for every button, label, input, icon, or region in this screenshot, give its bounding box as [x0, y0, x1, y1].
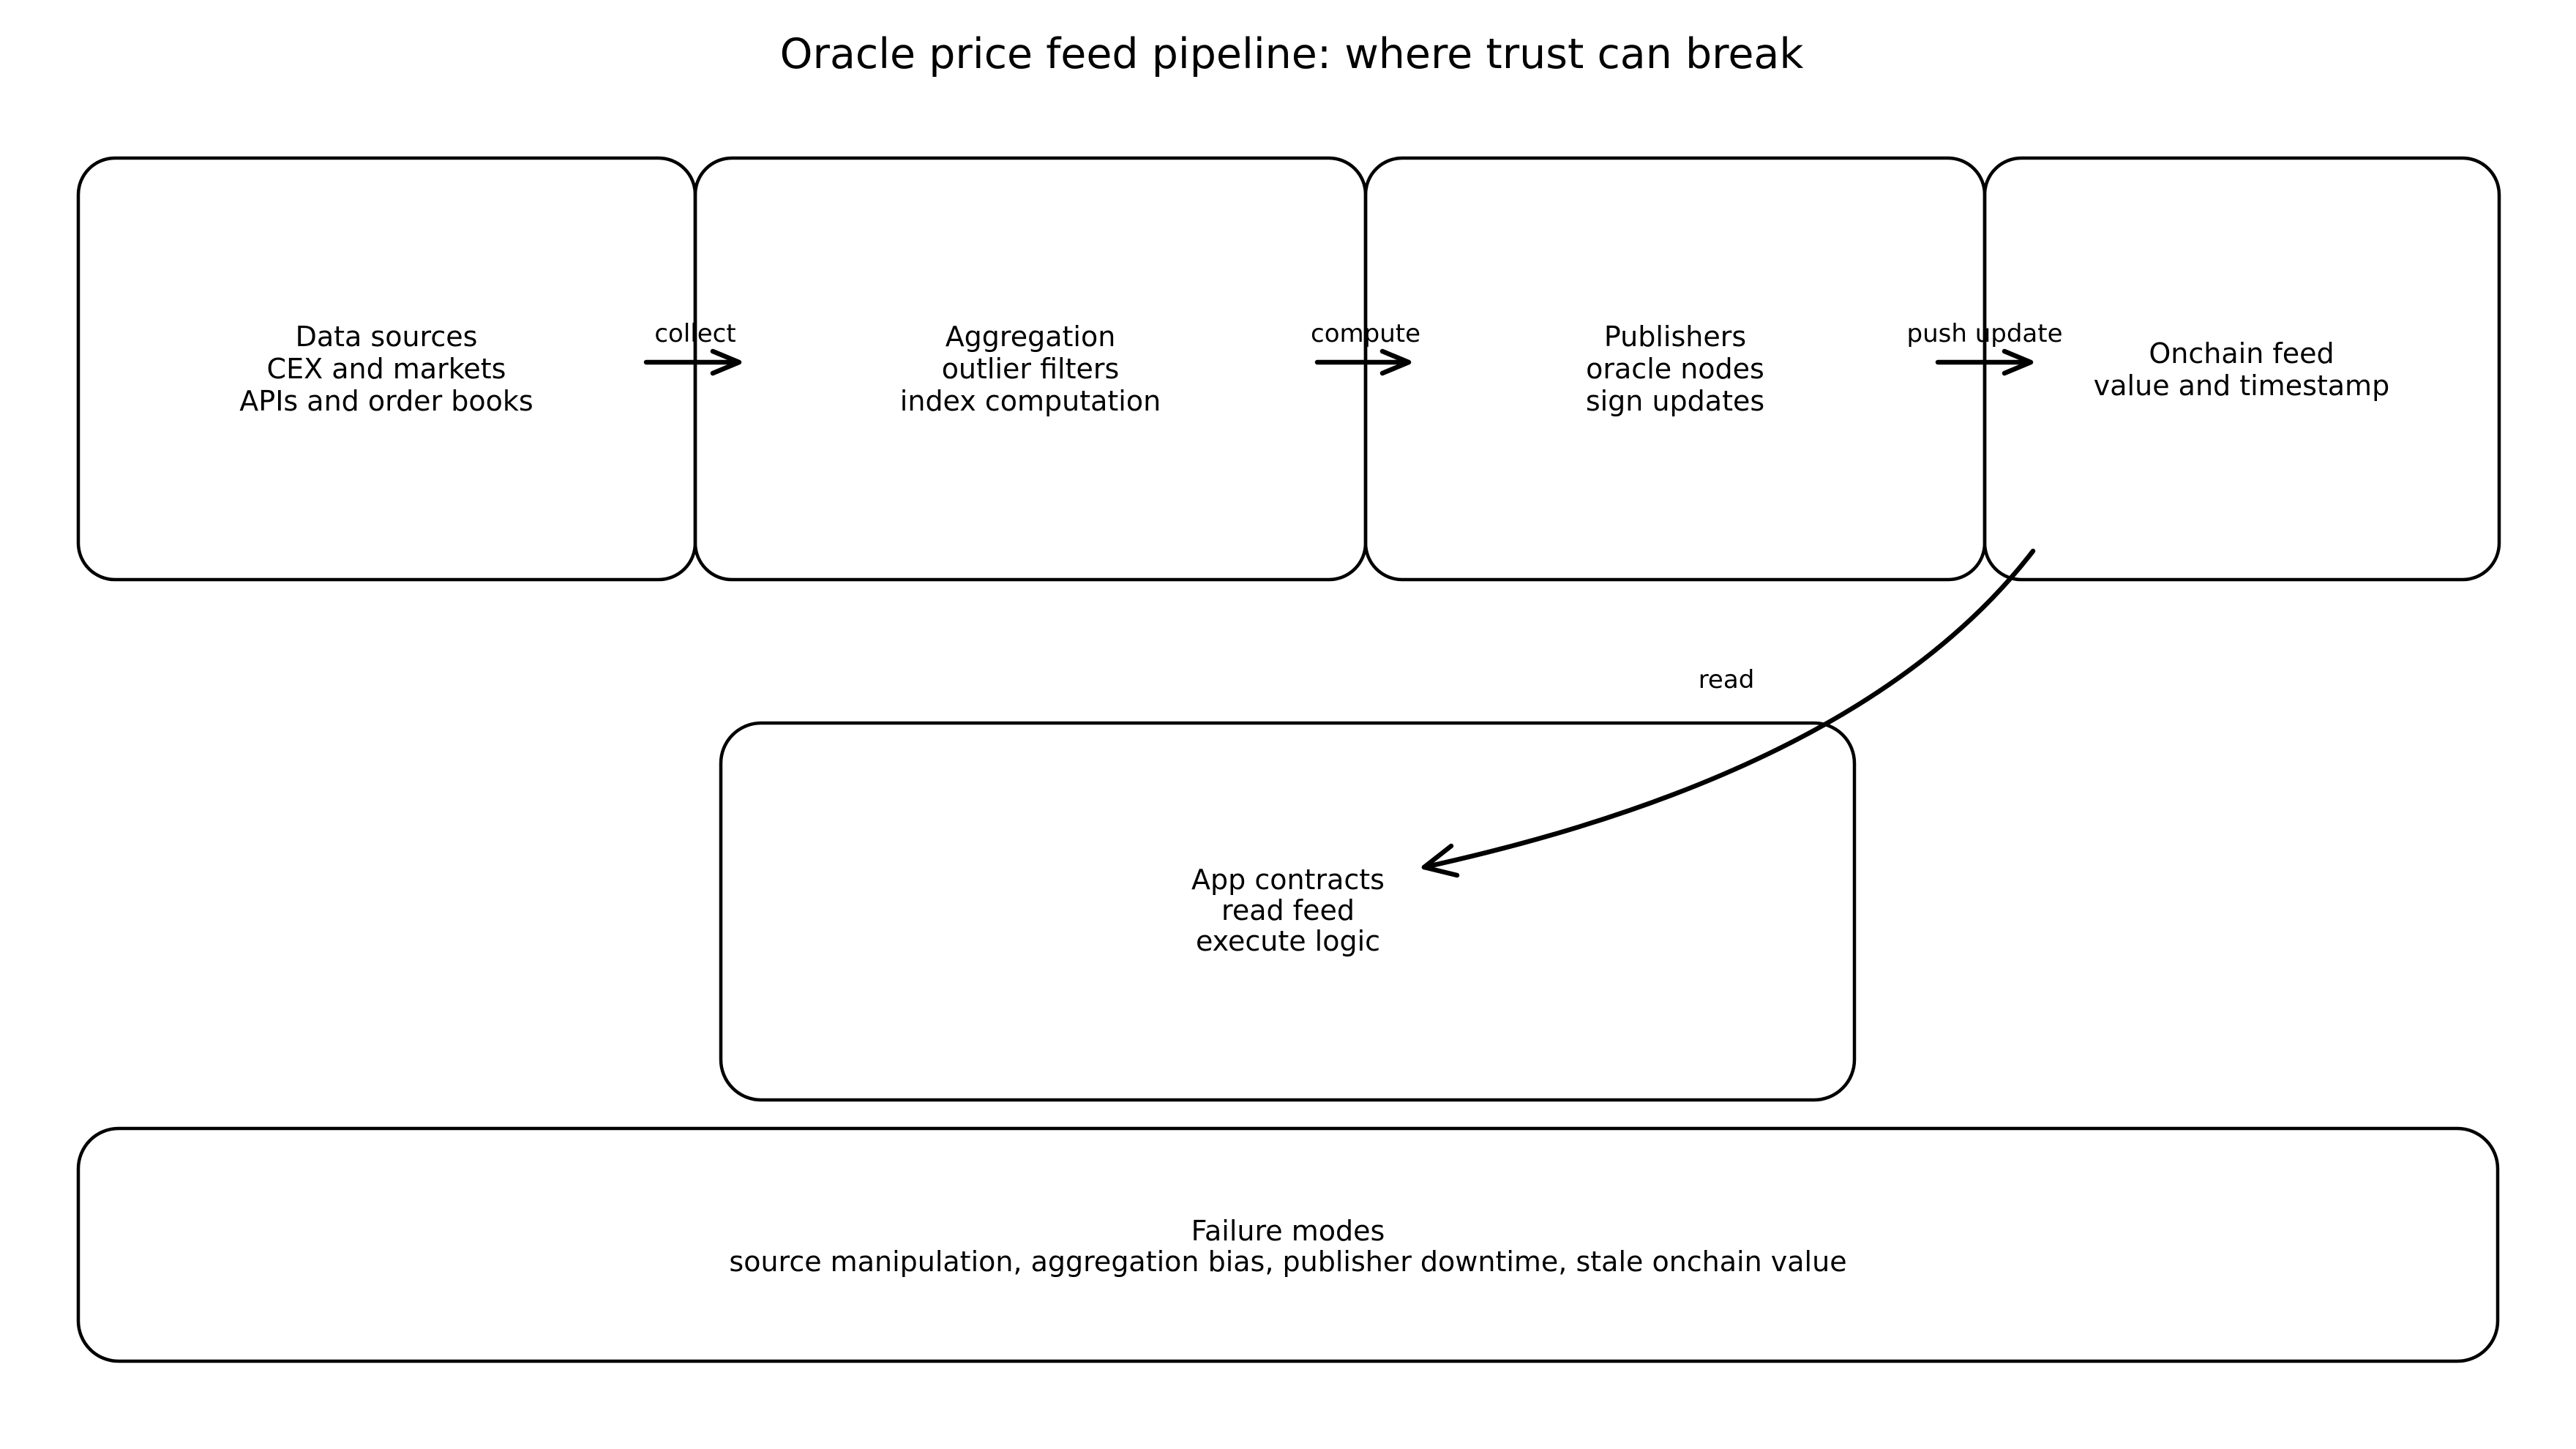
app-contracts-line1: App contracts: [1191, 864, 1385, 896]
stage-onchain-feed-line2: value and timestamp: [2094, 370, 2389, 402]
stage-aggregation-line1: Aggregation: [946, 321, 1116, 353]
failure-modes-line1: Failure modes: [1191, 1215, 1385, 1247]
diagram-title: Oracle price feed pipeline: where trust …: [780, 30, 1804, 78]
stage-data-sources-line3: APIs and order books: [239, 385, 533, 417]
app-contracts-box: [719, 721, 1857, 1102]
stage-onchain-feed-line1: Onchain feed: [2149, 337, 2334, 370]
push-update-arrow-label: push update: [1907, 319, 2063, 348]
stage-data-sources-line2: CEX and markets: [267, 353, 506, 385]
collect-arrowhead-icon: [710, 348, 742, 376]
stage-publishers-line2: oracle nodes: [1586, 353, 1764, 385]
failure-modes-box: [76, 1126, 2500, 1363]
stage-box-onchain-feed: [1982, 156, 2501, 582]
collect-arrow-label: collect: [654, 319, 735, 348]
app-contracts-line2: read feed: [1221, 894, 1355, 926]
push-update-arrowhead-icon: [2002, 348, 2034, 376]
stage-aggregation-line3: index computation: [900, 385, 1161, 417]
stage-aggregation-line2: outlier filters: [942, 353, 1120, 385]
failure-modes-line2: source manipulation, aggregation bias, p…: [729, 1246, 1846, 1278]
read-arrow-label: read: [1699, 665, 1755, 694]
read-arrow-icon: [1421, 548, 2036, 870]
read-arrowhead-icon: [1421, 843, 1460, 878]
stage-publishers-line1: Publishers: [1604, 321, 1746, 353]
stage-data-sources-line1: Data sources: [296, 321, 478, 353]
app-contracts-line3: execute logic: [1196, 925, 1380, 957]
compute-arrowhead-icon: [1379, 348, 1412, 376]
stage-publishers-line3: sign updates: [1586, 385, 1764, 417]
compute-arrow-label: compute: [1311, 319, 1420, 348]
